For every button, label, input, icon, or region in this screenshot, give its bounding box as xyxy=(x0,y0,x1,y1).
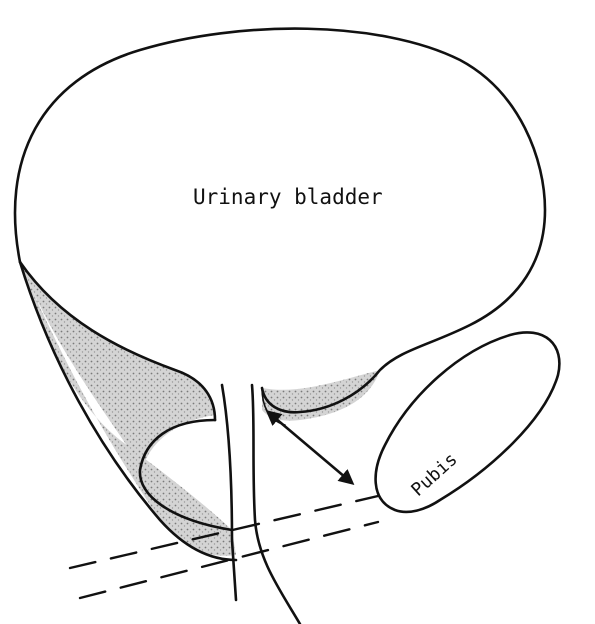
urethra-left xyxy=(222,385,236,600)
distance-arrow xyxy=(268,412,352,483)
shaded-tissue-right xyxy=(262,370,380,421)
label-urinary-bladder: Urinary bladder xyxy=(193,185,383,209)
pubis-outline xyxy=(376,332,560,512)
